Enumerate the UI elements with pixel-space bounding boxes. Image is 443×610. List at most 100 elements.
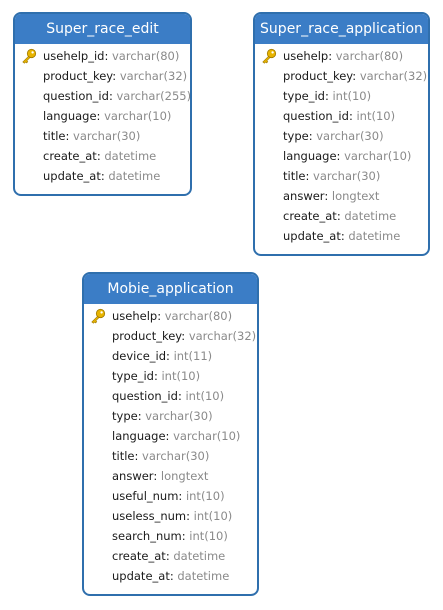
field-name: title — [43, 129, 66, 143]
field-separator: : — [340, 229, 345, 243]
field-row[interactable]: language: varchar(10) — [84, 426, 257, 446]
field-row[interactable]: product_key: varchar(32) — [15, 66, 190, 86]
field-type: int(10) — [356, 109, 396, 123]
table-mobie-application[interactable]: Mobie_application usehelp: varchar(80)pr… — [82, 272, 259, 596]
field-row[interactable]: create_at: datetime — [84, 546, 257, 566]
field-separator: : — [137, 409, 142, 423]
field-separator: : — [100, 169, 105, 183]
field-type: varchar(30) — [316, 129, 384, 143]
field-list: usehelp_id: varchar(80)product_key: varc… — [15, 44, 190, 186]
field-type: int(10) — [185, 489, 225, 503]
field-separator: : — [112, 69, 117, 83]
field-type: varchar(30) — [313, 169, 381, 183]
field-row[interactable]: question_id: varchar(255) — [15, 86, 190, 106]
field-type: datetime — [348, 229, 401, 243]
field-row[interactable]: useless_num: int(10) — [84, 506, 257, 526]
field-type: varchar(10) — [104, 109, 172, 123]
field-separator: : — [153, 469, 158, 483]
field-row[interactable]: product_key: varchar(32) — [84, 326, 257, 346]
table-super-race-edit[interactable]: Super_race_edit usehelp_id: varchar(80)p… — [13, 12, 192, 196]
field-name: question_id — [43, 89, 109, 103]
field-name: usehelp_id — [43, 49, 105, 63]
field-row[interactable]: title: varchar(30) — [84, 446, 257, 466]
field-type: varchar(10) — [344, 149, 412, 163]
field-row[interactable]: create_at: datetime — [15, 146, 190, 166]
field-row[interactable]: product_key: varchar(32) — [255, 66, 428, 86]
field-name: language — [283, 149, 337, 163]
table-super-race-application[interactable]: Super_race_application usehelp: varchar(… — [253, 12, 430, 256]
field-row[interactable]: search_num: int(10) — [84, 526, 257, 546]
field-name: product_key — [112, 329, 182, 343]
field-row[interactable]: title: varchar(30) — [15, 126, 190, 146]
field-row[interactable]: question_id: int(10) — [255, 106, 428, 126]
field-name: type_id — [283, 89, 325, 103]
key-icon — [262, 48, 277, 64]
field-type: datetime — [104, 149, 157, 163]
field-type: longtext — [160, 469, 209, 483]
field-row[interactable]: update_at: datetime — [84, 566, 257, 586]
field-separator: : — [104, 49, 109, 63]
field-row[interactable]: create_at: datetime — [255, 206, 428, 226]
field-separator: : — [324, 189, 329, 203]
key-icon — [22, 48, 37, 64]
field-name: answer — [283, 189, 325, 203]
field-separator: : — [348, 109, 353, 123]
field-name: title — [283, 169, 306, 183]
field-separator: : — [178, 489, 183, 503]
field-type: varchar(80) — [112, 49, 180, 63]
field-separator: : — [108, 89, 113, 103]
field-row[interactable]: type: varchar(30) — [255, 126, 428, 146]
field-row[interactable]: title: varchar(30) — [255, 166, 428, 186]
field-row[interactable]: language: varchar(10) — [255, 146, 428, 166]
field-name: answer — [112, 469, 154, 483]
field-type: varchar(80) — [335, 49, 404, 63]
field-name: create_at — [283, 209, 337, 223]
field-type: int(10) — [161, 369, 201, 383]
table-title[interactable]: Mobie_application — [84, 274, 257, 304]
field-separator: : — [336, 149, 341, 163]
field-name: language — [112, 429, 166, 443]
field-row[interactable]: update_at: datetime — [15, 166, 190, 186]
field-name: usehelp — [112, 309, 158, 323]
field-name: usehelp — [283, 49, 329, 63]
field-row[interactable]: type: varchar(30) — [84, 406, 257, 426]
field-separator: : — [181, 329, 186, 343]
field-row[interactable]: type_id: int(10) — [255, 86, 428, 106]
field-name: question_id — [112, 389, 178, 403]
table-title[interactable]: Super_race_edit — [15, 14, 190, 44]
field-separator: : — [328, 49, 333, 63]
field-row[interactable]: device_id: int(11) — [84, 346, 257, 366]
field-type: varchar(80) — [164, 309, 233, 323]
field-separator: : — [169, 569, 174, 583]
field-row[interactable]: language: varchar(10) — [15, 106, 190, 126]
field-type: datetime — [173, 549, 226, 563]
field-row[interactable]: question_id: int(10) — [84, 386, 257, 406]
field-separator: : — [186, 509, 191, 523]
field-row[interactable]: update_at: datetime — [255, 226, 428, 246]
field-type: varchar(30) — [142, 449, 210, 463]
field-separator: : — [65, 129, 70, 143]
field-type: int(11) — [173, 349, 213, 363]
field-name: type_id — [112, 369, 154, 383]
field-row[interactable]: usehelp: varchar(80) — [84, 306, 257, 326]
field-separator: : — [96, 149, 101, 163]
field-type: varchar(32) — [119, 69, 188, 83]
field-row[interactable]: answer: longtext — [255, 186, 428, 206]
field-row[interactable]: useful_num: int(10) — [84, 486, 257, 506]
field-name: useful_num — [112, 489, 179, 503]
field-name: device_id — [112, 349, 167, 363]
field-type: varchar(32) — [359, 69, 428, 83]
field-name: question_id — [283, 109, 349, 123]
field-separator: : — [165, 549, 170, 563]
field-row[interactable]: answer: longtext — [84, 466, 257, 486]
field-row[interactable]: usehelp: varchar(80) — [255, 46, 428, 66]
field-row[interactable]: type_id: int(10) — [84, 366, 257, 386]
field-type: longtext — [331, 189, 380, 203]
table-title[interactable]: Super_race_application — [255, 14, 428, 44]
field-separator: : — [134, 449, 139, 463]
field-separator: : — [308, 129, 313, 143]
field-name: update_at — [283, 229, 341, 243]
field-type: varchar(30) — [73, 129, 141, 143]
field-type: int(10) — [332, 89, 372, 103]
field-row[interactable]: usehelp_id: varchar(80) — [15, 46, 190, 66]
